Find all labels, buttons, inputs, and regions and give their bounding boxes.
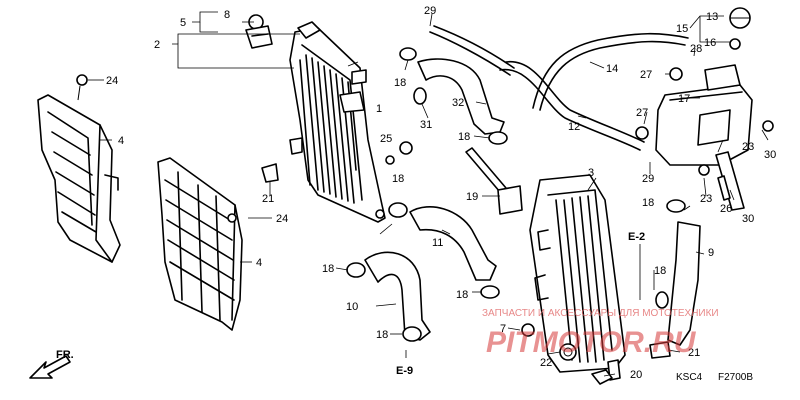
label-24-a: 24: [106, 75, 118, 87]
label-25: 25: [380, 133, 392, 145]
label-27-a: 27: [640, 69, 652, 81]
hose-10: [364, 251, 431, 341]
hose-11: [409, 206, 497, 281]
label-18-f: 18: [376, 329, 388, 341]
label-4-lower: 4: [256, 257, 262, 269]
label-30-a: 30: [764, 149, 776, 161]
label-3: 3: [588, 167, 594, 179]
label-21-b: 21: [688, 347, 700, 359]
watermark-caption: ЗАПЧАСТИ И АКСЕССУАРЫ ДЛЯ МОТОТЕХНИКИ: [482, 308, 719, 319]
label-13: 13: [706, 11, 718, 23]
label-4-upper: 4: [118, 135, 124, 147]
radiator-shroud-lower: [157, 157, 243, 331]
label-10: 10: [346, 301, 358, 313]
hose-clamps: [261, 47, 774, 385]
figure-code: F2700B: [718, 372, 753, 383]
radiator-shroud-upper: [37, 74, 121, 263]
label-11: 11: [432, 237, 443, 249]
hose-29-upper: [429, 25, 515, 76]
label-24-b: 24: [276, 213, 288, 225]
radiator-cap: [245, 14, 273, 49]
label-14: 14: [606, 63, 618, 75]
label-18-d: 18: [322, 263, 334, 275]
label-17: 17: [678, 93, 690, 105]
label-31: 31: [420, 119, 432, 131]
label-2: 2: [154, 39, 160, 51]
hose-9: [667, 221, 701, 346]
label-18-c: 18: [392, 173, 404, 185]
label-15: 15: [676, 23, 688, 35]
label-30-b: 30: [742, 213, 754, 225]
label-8: 8: [224, 9, 230, 21]
label-19: 19: [466, 191, 478, 203]
label-18-a: 18: [394, 77, 406, 89]
label-21-a: 21: [262, 193, 274, 205]
label-18-b: 18: [458, 131, 470, 143]
label-23-a: 23: [742, 141, 754, 153]
hose-14: [532, 32, 689, 111]
label-29-b: 29: [642, 173, 654, 185]
label-20: 20: [630, 369, 642, 381]
label-12: 12: [568, 121, 580, 133]
label-22: 22: [540, 357, 552, 369]
label-26: 26: [720, 203, 732, 215]
label-32: 32: [452, 97, 464, 109]
label-18-h: 18: [654, 265, 666, 277]
label-16: 16: [704, 37, 716, 49]
hose-12: [499, 61, 645, 151]
radiator-right: [529, 174, 626, 381]
watermark-logo: PITMOTOR.RU: [486, 326, 697, 359]
label-5: 5: [180, 17, 186, 29]
model-code: KSC4: [676, 372, 703, 383]
label-27-b: 27: [636, 107, 648, 119]
label-29-a: 29: [424, 5, 436, 17]
ref-e2: E-2: [628, 231, 645, 243]
label-18-e: 18: [456, 289, 468, 301]
ref-e9: E-9: [396, 365, 413, 377]
label-23-b: 23: [700, 193, 712, 205]
front-direction-label: FR.: [56, 349, 74, 361]
label-7: 7: [500, 323, 506, 335]
part-labels: 1 2 3 4 4 5 7 8 9 10 11 12 13 14 15 16 1…: [106, 5, 776, 381]
label-9: 9: [708, 247, 714, 259]
radiator-left: [289, 21, 386, 223]
label-28: 28: [690, 43, 702, 55]
label-1: 1: [376, 103, 382, 115]
leader-lines: [88, 11, 769, 377]
label-18-g: 18: [642, 197, 654, 209]
front-direction-arrow: FR.: [29, 349, 74, 379]
